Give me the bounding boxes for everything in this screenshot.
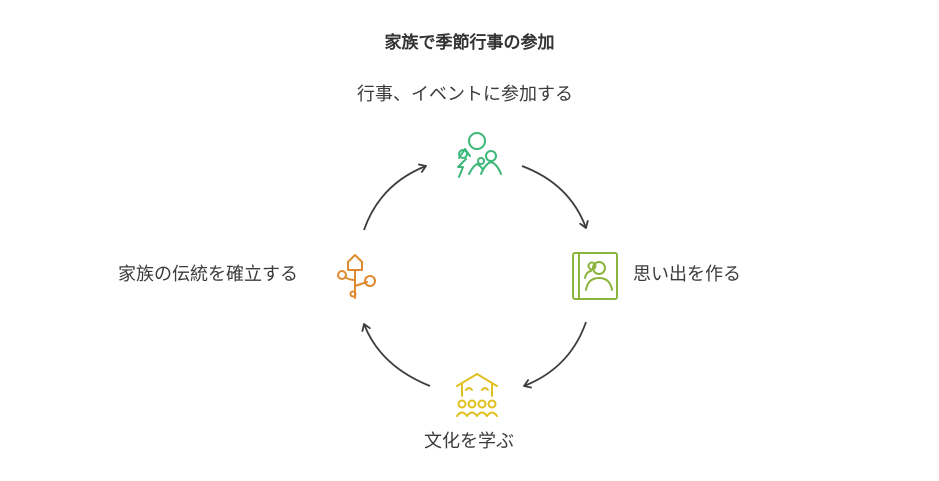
arrow-tradition-to-event bbox=[363, 163, 427, 231]
arrow-event-to-memory bbox=[521, 165, 589, 229]
diagram-title: 家族で季節行事の参加 bbox=[384, 33, 555, 53]
arrow-culture-to-tradition bbox=[361, 323, 431, 387]
label-memory: 思い出を作る bbox=[633, 264, 741, 285]
label-culture: 文化を学ぶ bbox=[424, 431, 514, 452]
label-event: 行事、イベントに参加する bbox=[357, 84, 573, 105]
label-tradition: 家族の伝統を確立する bbox=[118, 264, 298, 285]
community-hut-icon bbox=[456, 373, 498, 417]
family-group-icon bbox=[457, 132, 502, 178]
arrow-memory-to-culture bbox=[523, 321, 587, 389]
family-tree-icon bbox=[337, 254, 376, 299]
photo-album-icon bbox=[572, 252, 618, 300]
